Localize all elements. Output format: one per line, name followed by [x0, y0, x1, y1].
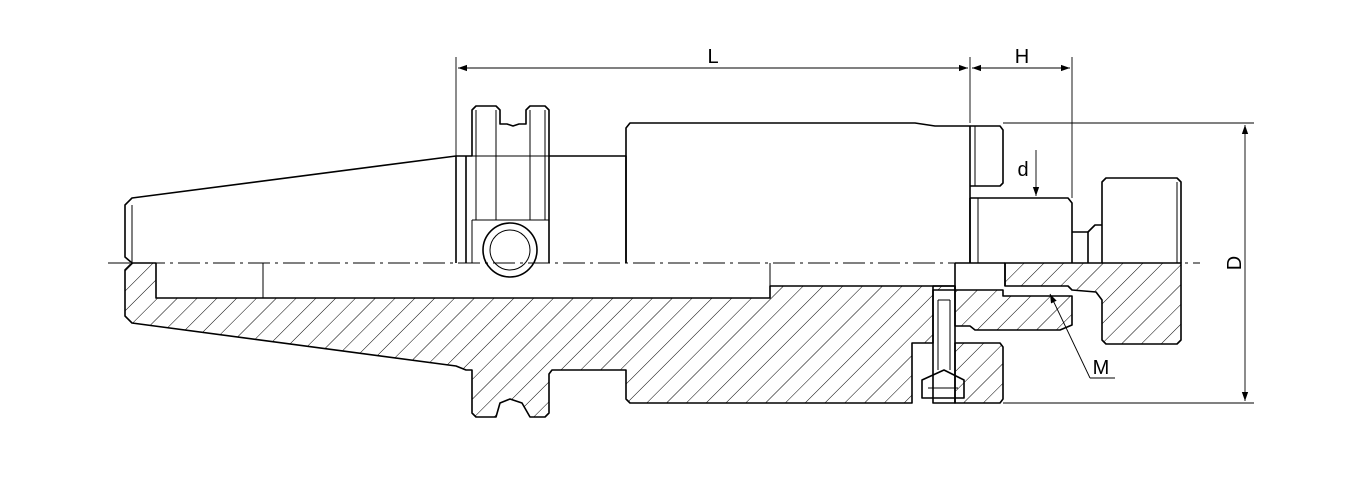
lower-section-view: [124, 262, 1182, 418]
dim-H-label: H: [1015, 46, 1029, 68]
dim-M-leader: [1049, 293, 1091, 379]
dim-L-label: L: [707, 46, 718, 68]
screw-upper: [1072, 177, 1182, 263]
flange-upper: [456, 105, 550, 263]
pilot-section: [954, 289, 1073, 331]
screw-section: [1004, 262, 1182, 345]
dimensions: L H d D M: [455, 46, 1254, 404]
taper-upper: [124, 155, 457, 264]
upper-exterior-view: [124, 105, 1182, 278]
drive-key-upper: [970, 125, 1004, 187]
set-screw: [932, 285, 956, 404]
dim-M-label: M: [1093, 357, 1110, 379]
neck-upper: [549, 155, 627, 263]
dim-d-label: d: [1017, 159, 1028, 181]
notch-circle: [482, 222, 538, 278]
pilot-upper: [969, 197, 1073, 263]
body-section: [124, 262, 956, 418]
dim-D-label: D: [1224, 256, 1246, 270]
body-upper: [625, 122, 971, 263]
key-section: [954, 342, 1004, 404]
